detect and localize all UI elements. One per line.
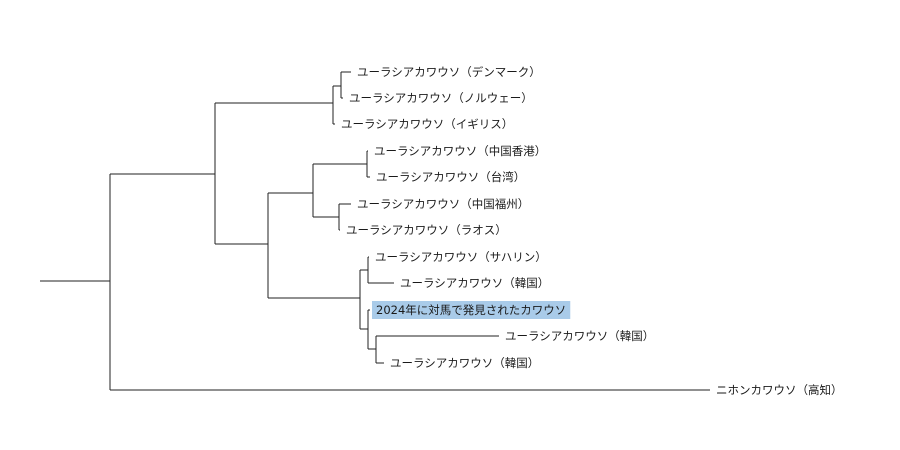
leaf-label: ユーラシアカワウソ（ノルウェー） [349,91,533,105]
leaf-label-highlighted: 2024年に対馬で発見されたカワウソ [376,303,566,317]
leaf-label: ユーラシアカワウソ（デンマーク） [357,65,541,79]
leaf-labels: ユーラシアカワウソ（デンマーク） ユーラシアカワウソ（ノルウェー） ユーラシアカワウ… [341,65,843,397]
leaf-label: ユーラシアカワウソ（台湾） [376,170,525,184]
leaf-label: ユーラシアカワウソ（イギリス） [341,117,513,131]
leaf-label: ユーラシアカワウソ（韓国） [400,276,549,290]
leaf-label: ユーラシアカワウソ（中国香港） [374,144,546,158]
leaf-label: ユーラシアカワウソ（中国福州） [357,197,529,211]
tree-branches [40,71,710,391]
leaf-label: ユーラシアカワウソ（サハリン） [375,250,547,264]
leaf-label: ユーラシアカワウソ（韓国） [390,356,539,370]
leaf-label: ユーラシアカワウソ（ラオス） [346,223,507,237]
leaf-label: ユーラシアカワウソ（韓国） [505,329,654,343]
highlight-box [372,301,571,319]
leaf-label: ニホンカワウソ（高知） [716,383,843,397]
